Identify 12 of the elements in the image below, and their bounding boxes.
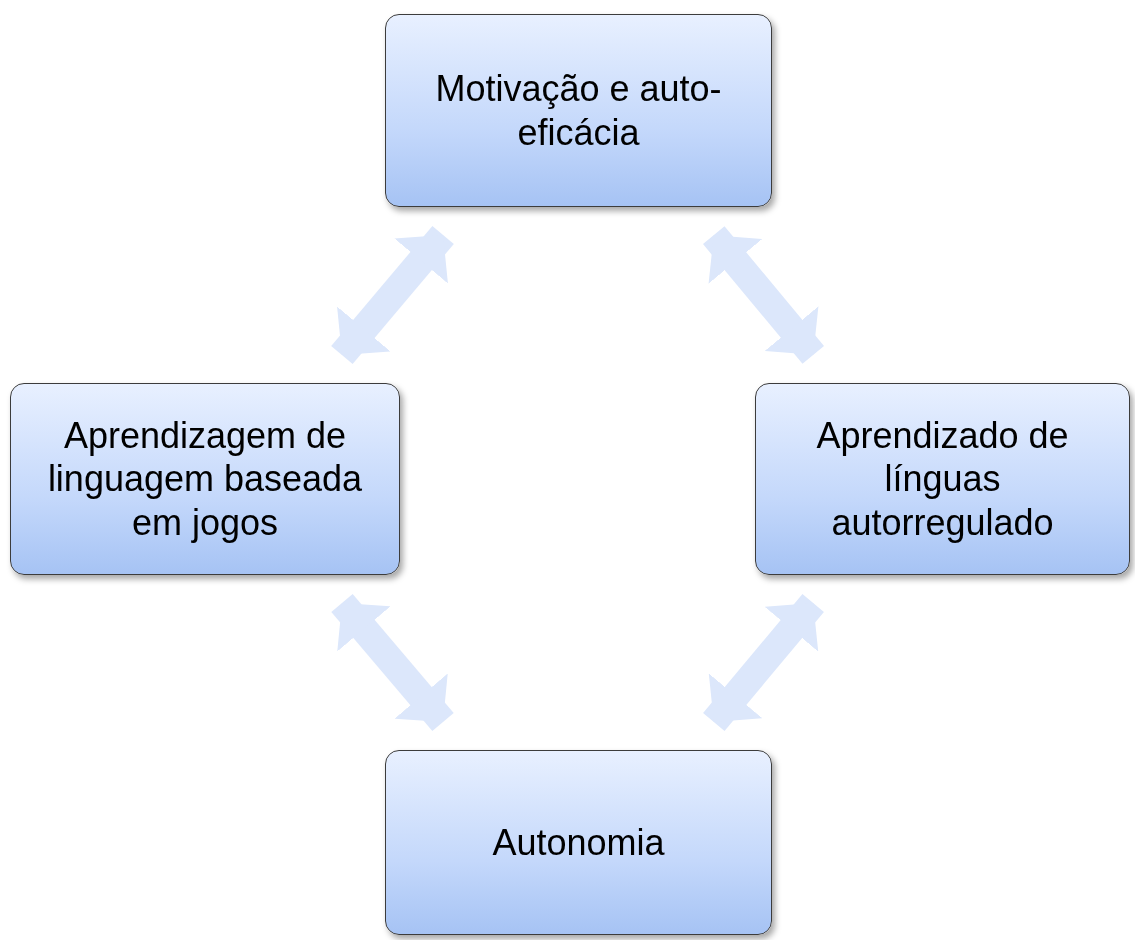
process-box	[385, 14, 772, 207]
box-label: Aprendizado de línguas autorregulado	[815, 414, 1070, 544]
process-box	[755, 383, 1130, 575]
double-arrow	[331, 593, 454, 732]
box-label: Autonomia	[492, 820, 665, 865]
double-arrow	[703, 594, 824, 731]
double-arrow	[331, 225, 454, 365]
double-arrow	[702, 226, 825, 364]
box-label: Motivação e auto-eficácia	[434, 67, 723, 154]
process-box	[385, 750, 772, 935]
process-box	[10, 383, 400, 575]
box-label: Aprendizagem de linguagem baseada em jogos	[46, 414, 364, 544]
